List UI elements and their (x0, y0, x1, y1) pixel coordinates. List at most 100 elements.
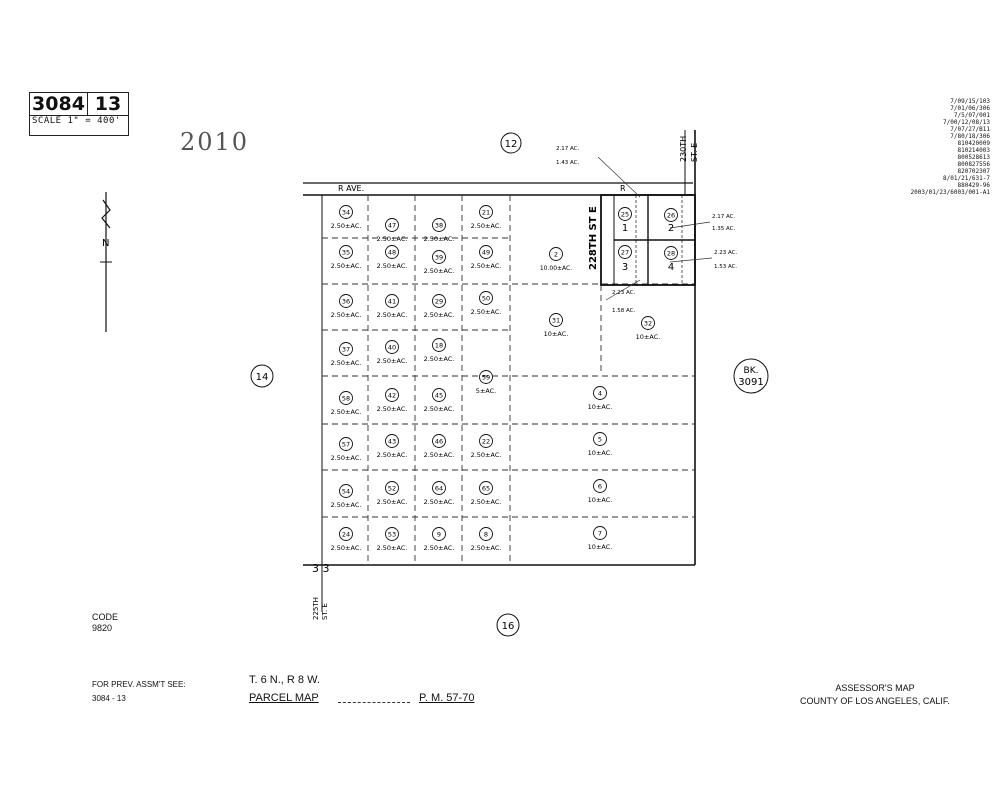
parcel-26[interactable]: 26 (664, 208, 678, 222)
page-number: 13 (88, 93, 128, 116)
revision-stamps: 7/09/15/103 7/01/06/306 7/5/07/001 7/00/… (870, 98, 990, 196)
parcel-29[interactable]: 292.50±AC. (424, 294, 455, 320)
parcel-circle (339, 527, 353, 541)
parcel-circle (432, 481, 446, 495)
parcel-58[interactable]: 582.50±AC. (331, 391, 362, 417)
revision-stamp: 800528613 (957, 154, 990, 161)
parcel-47[interactable]: 472.50±AC. (377, 218, 408, 244)
parcel-21[interactable]: 212.50±AC. (471, 205, 502, 231)
parcel-number: 21 (482, 209, 490, 217)
revision-stamp: 7/5/07/001 (953, 112, 990, 119)
parcel-28[interactable]: 28 (664, 246, 678, 260)
parcel-22[interactable]: 222.50±AC. (471, 434, 502, 460)
parcel-number: 43 (388, 438, 396, 446)
parcel-map-dash (338, 694, 410, 703)
parcel-area: 2.50±AC. (331, 408, 362, 416)
parcel-number: 25 (621, 211, 629, 219)
parcel-53[interactable]: 532.50±AC. (377, 527, 408, 553)
parcel-34[interactable]: 342.50±AC. (331, 205, 362, 231)
parcel-48[interactable]: 482.50±AC. (377, 245, 408, 271)
parcel-49[interactable]: 492.50±AC. (471, 245, 502, 271)
parcel-57[interactable]: 572.50±AC. (331, 437, 362, 463)
parcel-area: 2.50±AC. (424, 405, 455, 413)
parcel-43[interactable]: 43 2.50±AC. (377, 434, 408, 460)
lot-note: 2.23 AC. (612, 290, 636, 296)
parcel-36[interactable]: 362.50±AC. (331, 294, 362, 320)
parcel-27[interactable]: 27 (618, 245, 632, 259)
assessor-county: COUNTY OF LOS ANGELES, CALIF. (800, 696, 950, 706)
parcel-area: 2.50±AC. (471, 451, 502, 459)
parcel-circle (339, 205, 353, 219)
parcel-38[interactable]: 382.50±AC. (424, 218, 455, 244)
parcel-circle (432, 388, 446, 402)
parcel-9[interactable]: 92.50±AC. (424, 527, 455, 553)
parcel-25[interactable]: 25 (618, 207, 632, 221)
parcel-2[interactable]: 210.00±AC. (540, 247, 572, 273)
assessor-block: ASSESSOR'S MAP COUNTY OF LOS ANGELES, CA… (800, 683, 950, 707)
parcel-46[interactable]: 462.50±AC. (424, 434, 455, 460)
adjacent-page-north[interactable]: 12 (500, 132, 522, 154)
parcel-number: 6 (598, 483, 602, 491)
adjacent-page-west[interactable]: 14 (250, 364, 274, 388)
parcel-circle (479, 370, 493, 384)
parcel-64[interactable]: 642.50±AC. (424, 481, 455, 507)
parcel-number: 9 (437, 531, 441, 539)
parcel-4[interactable]: 410±AC. (588, 386, 613, 412)
parcel-65[interactable]: 65 2.50±AC. (471, 481, 502, 507)
parcel-circle (385, 340, 399, 354)
parcel-35[interactable]: 352.50±AC. (331, 245, 362, 271)
parcel-5[interactable]: 510±AC. (588, 432, 613, 458)
prev-assessment: FOR PREV. ASSM'T SEE: 3084 - 13 (92, 679, 186, 704)
parcel-41[interactable]: 412.50±AC. (377, 294, 408, 320)
parcel-40[interactable]: 402.50±AC. (377, 340, 408, 366)
parcel-52[interactable]: 52 2.50±AC. (377, 481, 408, 507)
parcel-area: 2.50±AC. (377, 405, 408, 413)
revision-stamp: 820702307 (957, 168, 990, 175)
year-stamp: 2010 (180, 128, 250, 156)
parcel-7[interactable]: 710±AC. (588, 526, 613, 552)
parcel-area: 2.50±AC. (424, 355, 455, 363)
parcel-circle (641, 316, 655, 330)
parcel-54[interactable]: 542.50±AC. (331, 484, 362, 510)
parcel-37[interactable]: 372.50±AC. (331, 342, 362, 368)
parcel-circle (593, 432, 607, 446)
parcel-45[interactable]: 452.50±AC. (424, 388, 455, 414)
parcel-circle (385, 434, 399, 448)
parcel-6[interactable]: 610±AC. (588, 479, 613, 505)
parcel-area: 2.50±AC. (471, 262, 502, 270)
parcel-39[interactable]: 392.50±AC. (424, 250, 455, 276)
parcel-50[interactable]: 502.50±AC. (471, 291, 502, 317)
parcel-area: 2.50±AC. (331, 544, 362, 552)
parcel-number: 2 (554, 251, 558, 259)
revision-stamp: 800827556 (957, 161, 990, 168)
adjacent-page-south[interactable]: 16 (496, 613, 520, 637)
parcel-number: 5 (598, 436, 602, 444)
parcel-circle (432, 338, 446, 352)
parcel-8[interactable]: 82.50±AC. (471, 527, 502, 553)
parcel-lines (322, 195, 695, 565)
parcel-map-lot-4: 4 (668, 262, 674, 273)
parcel-18[interactable]: 182.50±AC. (424, 338, 455, 364)
parcel-area: 2.50±AC. (331, 262, 362, 270)
adjacent-book-east[interactable]: BK. 3091 (733, 358, 769, 394)
parcel-circle (664, 246, 678, 260)
parcel-number: 53 (388, 531, 396, 539)
parcel-number: 65 (482, 485, 490, 493)
parcel-area: 2.50±AC. (331, 454, 362, 462)
parcel-59[interactable]: 595±AC. (476, 370, 497, 396)
parcel-area: 2.50±AC. (377, 498, 408, 506)
parcel-number: 29 (435, 298, 443, 306)
parcel-circle (479, 205, 493, 219)
parcel-map-lot-3: 3 (622, 262, 628, 273)
parcel-24[interactable]: 242.50±AC. (331, 527, 362, 553)
parcel-number: 39 (435, 254, 443, 262)
parcel-42[interactable]: 422.50±AC. (377, 388, 408, 414)
parcel-area: 2.50±AC. (377, 451, 408, 459)
revision-stamp: 7/80/18/306 (950, 133, 990, 140)
parcel-number: 52 (388, 485, 396, 493)
parcel-area: 2.50±AC. (471, 498, 502, 506)
parcel-number: 47 (388, 222, 396, 230)
